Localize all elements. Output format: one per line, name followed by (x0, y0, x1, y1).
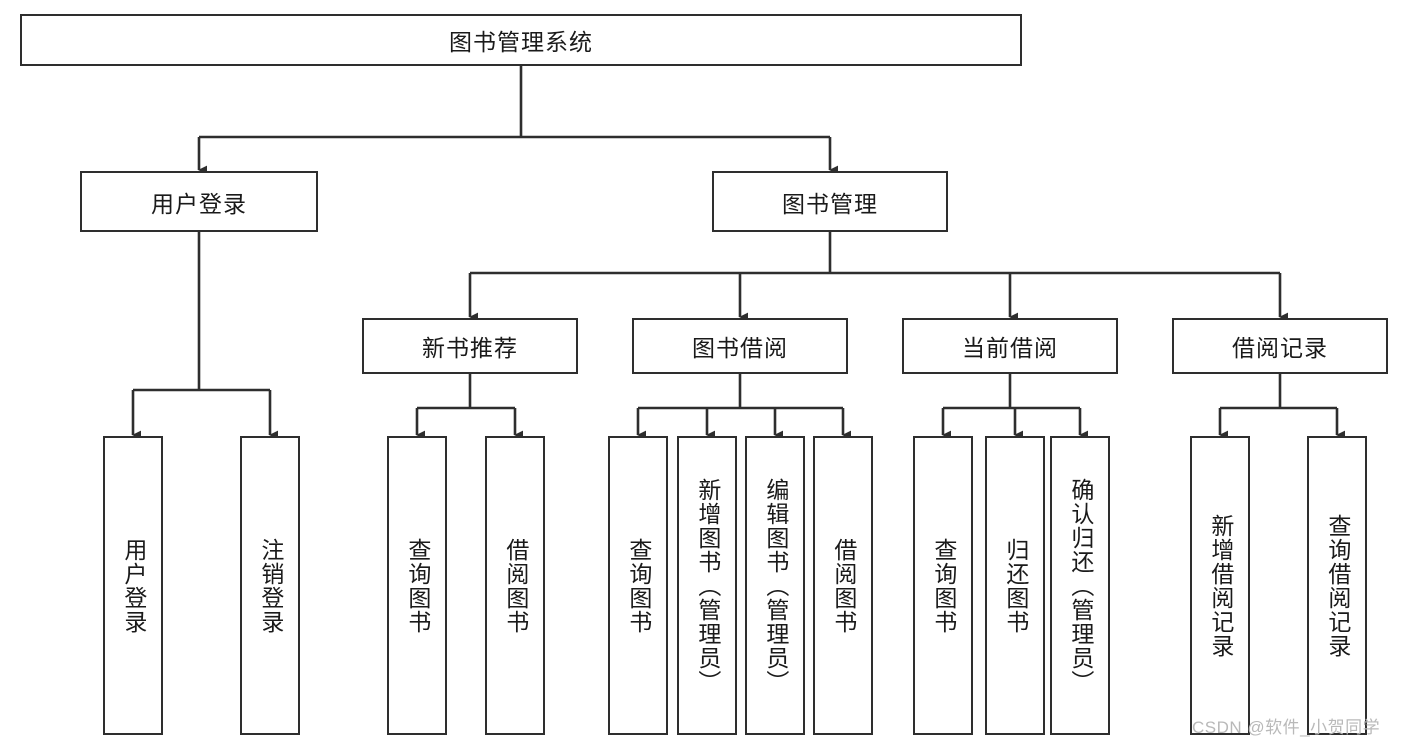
leaf-user-login[interactable]: 用户登录 (103, 436, 163, 735)
node-label: 图书管理 (782, 190, 878, 217)
leaf-add-borrow-record[interactable]: 新增借阅记录 (1190, 436, 1250, 735)
node-label: 借阅图书 (502, 537, 529, 634)
node-new-book-recommend[interactable]: 新书推荐 (362, 318, 578, 374)
node-label: 注销登录 (257, 537, 284, 634)
node-label: 查询借阅记录 (1324, 513, 1351, 658)
node-user-login[interactable]: 用户登录 (80, 171, 318, 232)
node-book-management[interactable]: 图书管理 (712, 171, 948, 232)
node-label: 确认归还（管理员） (1067, 477, 1094, 694)
node-label: 编辑图书（管理员） (762, 477, 789, 694)
node-label: 用户登录 (120, 537, 147, 634)
node-label: 图书管理系统 (449, 29, 593, 55)
node-current-borrow[interactable]: 当前借阅 (902, 318, 1118, 374)
leaf-query-book-current[interactable]: 查询图书 (913, 436, 973, 735)
leaf-edit-book-admin[interactable]: 编辑图书（管理员） (745, 436, 805, 735)
leaf-add-book-admin[interactable]: 新增图书（管理员） (677, 436, 737, 735)
leaf-confirm-return-admin[interactable]: 确认归还（管理员） (1050, 436, 1110, 735)
node-label: 用户登录 (151, 190, 247, 217)
leaf-logout-login[interactable]: 注销登录 (240, 436, 300, 735)
node-label: 查询图书 (625, 537, 652, 634)
node-label: 借阅记录 (1232, 335, 1328, 361)
leaf-query-borrow-record[interactable]: 查询借阅记录 (1307, 436, 1367, 735)
node-borrow-record[interactable]: 借阅记录 (1172, 318, 1388, 374)
node-root[interactable]: 图书管理系统 (20, 14, 1022, 66)
node-label: 新增借阅记录 (1207, 513, 1234, 658)
node-label: 新增图书（管理员） (694, 477, 721, 694)
node-label: 当前借阅 (962, 335, 1058, 361)
leaf-query-book-borrow[interactable]: 查询图书 (608, 436, 668, 735)
node-label: 新书推荐 (422, 335, 518, 361)
leaf-return-book[interactable]: 归还图书 (985, 436, 1045, 735)
leaf-query-book-recommend[interactable]: 查询图书 (387, 436, 447, 735)
node-label: 查询图书 (930, 537, 957, 634)
node-label: 归还图书 (1002, 537, 1029, 634)
node-label: 图书借阅 (692, 335, 788, 361)
leaf-borrow-book[interactable]: 借阅图书 (813, 436, 873, 735)
node-book-borrow[interactable]: 图书借阅 (632, 318, 848, 374)
leaf-borrow-book-recommend[interactable]: 借阅图书 (485, 436, 545, 735)
node-label: 查询图书 (404, 537, 431, 634)
node-label: 借阅图书 (830, 537, 857, 634)
